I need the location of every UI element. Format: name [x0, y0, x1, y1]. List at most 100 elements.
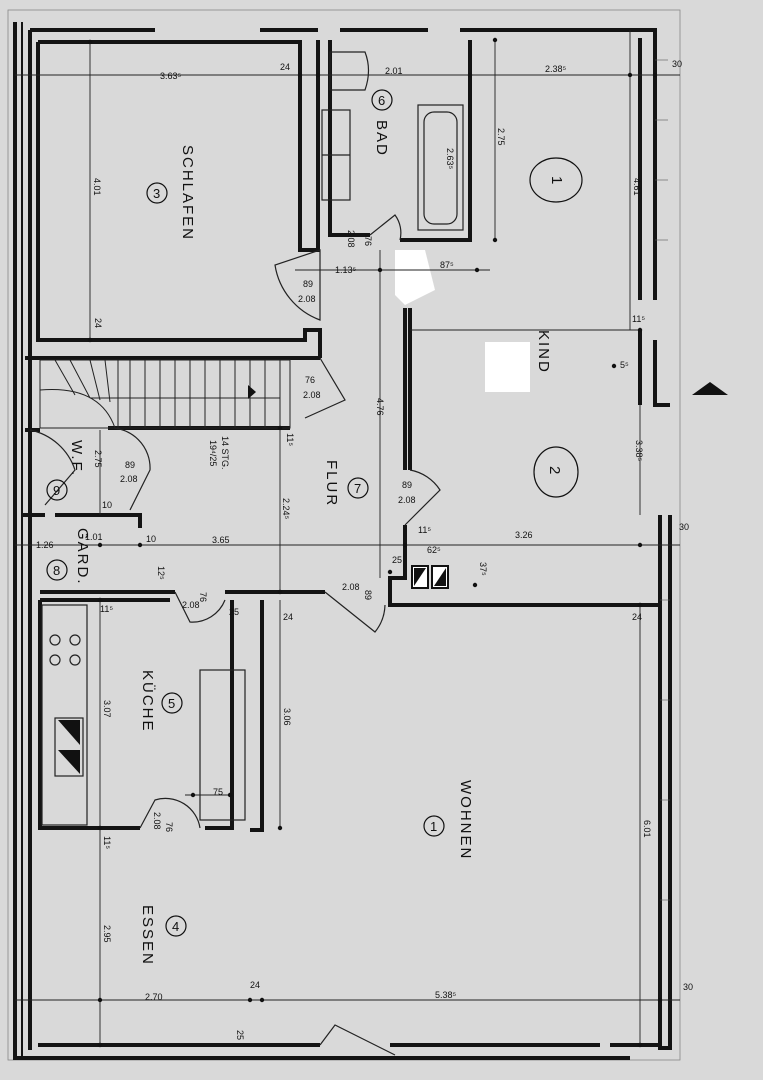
dim-flur-len: 4.76	[375, 398, 385, 416]
dimension-labels: 3.63⁵ 24 2.01 2.38⁵ 30 4.01 2.75 2.63⁵ 4…	[36, 59, 693, 1040]
dim-schlafen-depth: 4.01	[92, 178, 102, 196]
dim-right-wall-mid: 30	[679, 522, 689, 532]
dim-schlafen-width: 3.63⁵	[160, 71, 182, 81]
room-gard-number: 8	[53, 563, 60, 578]
dim-schlafen-wall-b: 24	[93, 318, 103, 328]
dim-kuche-counter: 75	[213, 787, 223, 797]
dim-stair-door-h: 2.08	[303, 390, 321, 400]
dim-niche-c: 37⁵	[478, 562, 488, 576]
dim-wohnen-wall: 24	[283, 612, 293, 622]
interior-walls	[22, 40, 660, 832]
dim-kind-top-width: 2.38⁵	[545, 64, 567, 74]
dim-schlafen-door-w: 89	[303, 279, 313, 289]
dim-tub-len: 2.63⁵	[445, 148, 455, 170]
room-wf-label: W.F.	[68, 440, 85, 477]
dim-bad-width: 2.01	[385, 66, 403, 76]
dim-bad-depth: 2.75	[496, 128, 506, 146]
dim-essen-wall: 11⁵	[102, 836, 112, 849]
dim-stair-door-w: 76	[305, 375, 315, 385]
room-kind-mark: 1	[548, 176, 565, 186]
staircase	[39, 359, 291, 429]
dim-essen-door-h: 2.08	[152, 812, 162, 830]
room-wohnen-label: WOHNEN	[457, 780, 474, 860]
entrance-arrow-icon	[692, 382, 728, 395]
dim-gard-wall: 10	[146, 534, 156, 544]
dim-right-wall-bot: 30	[683, 982, 693, 992]
dim-niche-a: 25	[392, 555, 402, 565]
room-essen-number: 4	[172, 919, 179, 934]
dim-niche-b: 62⁵	[427, 545, 441, 555]
room-flur-number: 7	[354, 481, 361, 496]
room-schlafen-number: 3	[153, 186, 160, 201]
room-kind-number: 2	[546, 466, 563, 476]
wall-hatch	[655, 59, 670, 901]
dim-kuche-door-h: 2.08	[182, 600, 200, 610]
dim-bottom-wall: 25	[235, 1030, 245, 1040]
dim-flur-total: 3.65	[212, 535, 230, 545]
sheet-border	[7, 9, 681, 1061]
dim-flur-wall: 11⁵	[285, 433, 295, 446]
dimension-lines	[15, 30, 680, 1045]
dim-kind-bottom: 5⁵	[620, 360, 629, 370]
dim-kuche-door-w: 76	[198, 592, 208, 602]
dim-essen-wall-b: 24	[250, 980, 260, 990]
kitchen-counter	[41, 604, 246, 826]
dim-wohnen-width: 5.38⁵	[435, 990, 457, 1000]
dim-kind-wall: 11⁵	[418, 525, 431, 535]
room-bad-label: BAD	[373, 120, 390, 157]
dim-wf-wall: 10	[102, 500, 112, 510]
dim-kind-door-w: 89	[402, 480, 412, 490]
washbasin	[321, 109, 351, 201]
dim-gard-left: 1.26	[36, 540, 54, 550]
dim-wohnen-door-w: 89	[363, 590, 373, 600]
dim-bad-door-w: 76	[363, 236, 373, 246]
bathtub	[417, 104, 464, 231]
dim-wohnen-div: 3.06	[282, 708, 292, 726]
room-schlafen-label: SCHLAFEN	[179, 145, 196, 241]
room-flur-label: FLUR	[323, 460, 340, 507]
dimension-ticks	[87, 37, 663, 1048]
room-gard-label: GARD.	[74, 528, 91, 586]
room-kind-label: KIND	[535, 330, 552, 374]
dim-wohnen-depth: 6.01	[642, 820, 652, 838]
dim-kuche-wall: 11⁵	[100, 604, 113, 614]
dim-kind-lower: 3.38⁵	[634, 440, 644, 462]
dim-essen-width: 2.70	[145, 992, 163, 1002]
room-wf-number: 9	[53, 483, 60, 498]
dim-wohnen-door-h: 2.08	[342, 582, 360, 592]
toilet	[329, 51, 370, 91]
room-bad-number: 6	[378, 93, 385, 108]
dim-kind-bottom-w: 3.26	[515, 530, 533, 540]
dim-kind-depth: 4.61	[632, 178, 642, 196]
dim-stair-spec-a: 14 STG.	[220, 436, 230, 470]
dim-schlafen-wall: 24	[280, 62, 290, 72]
room-wohnen-number: 1	[430, 819, 437, 834]
dim-wf-width: 2.75	[93, 450, 103, 468]
outer-walls	[13, 22, 672, 1060]
room-kuche-label: KÜCHE	[139, 670, 157, 733]
dim-essen-depth: 2.95	[102, 925, 112, 943]
dim-schlafen-door-h: 2.08	[298, 294, 316, 304]
chimney	[411, 565, 449, 589]
room-labels: SCHLAFEN 3 BAD 6 KIND 1 2 FLUR 7 W.F. 9 …	[46, 89, 583, 966]
room-kuche-number: 5	[168, 696, 175, 711]
dim-flur-width: 1.13⁵	[335, 265, 357, 275]
dim-gard-depth: 12⁵	[156, 566, 166, 580]
dim-wohnen-wall-r: 24	[632, 612, 642, 622]
dim-bad-door-h: 2.08	[346, 230, 356, 248]
dim-kind-door-h: 2.08	[398, 495, 416, 505]
dim-kind-right-wall: 11⁵	[632, 314, 645, 324]
dim-wf-door-h: 2.08	[120, 474, 138, 484]
dim-kuche-niche: 25	[229, 607, 239, 617]
dim-flur-span: 2.24⁵	[281, 498, 291, 520]
dim-stair-spec-b: 19⁴/25	[208, 440, 218, 466]
dim-right-wall-top: 30	[672, 59, 682, 69]
room-essen-label: ESSEN	[139, 905, 156, 966]
dim-essen-door-w: 76	[164, 822, 174, 832]
dim-gard-w: 1.01	[85, 532, 103, 542]
doors	[29, 214, 530, 1056]
dim-wf-door-w: 89	[125, 460, 135, 470]
dim-flur-door: 87⁵	[440, 260, 454, 270]
dim-kuche-depth: 3.07	[102, 700, 112, 718]
